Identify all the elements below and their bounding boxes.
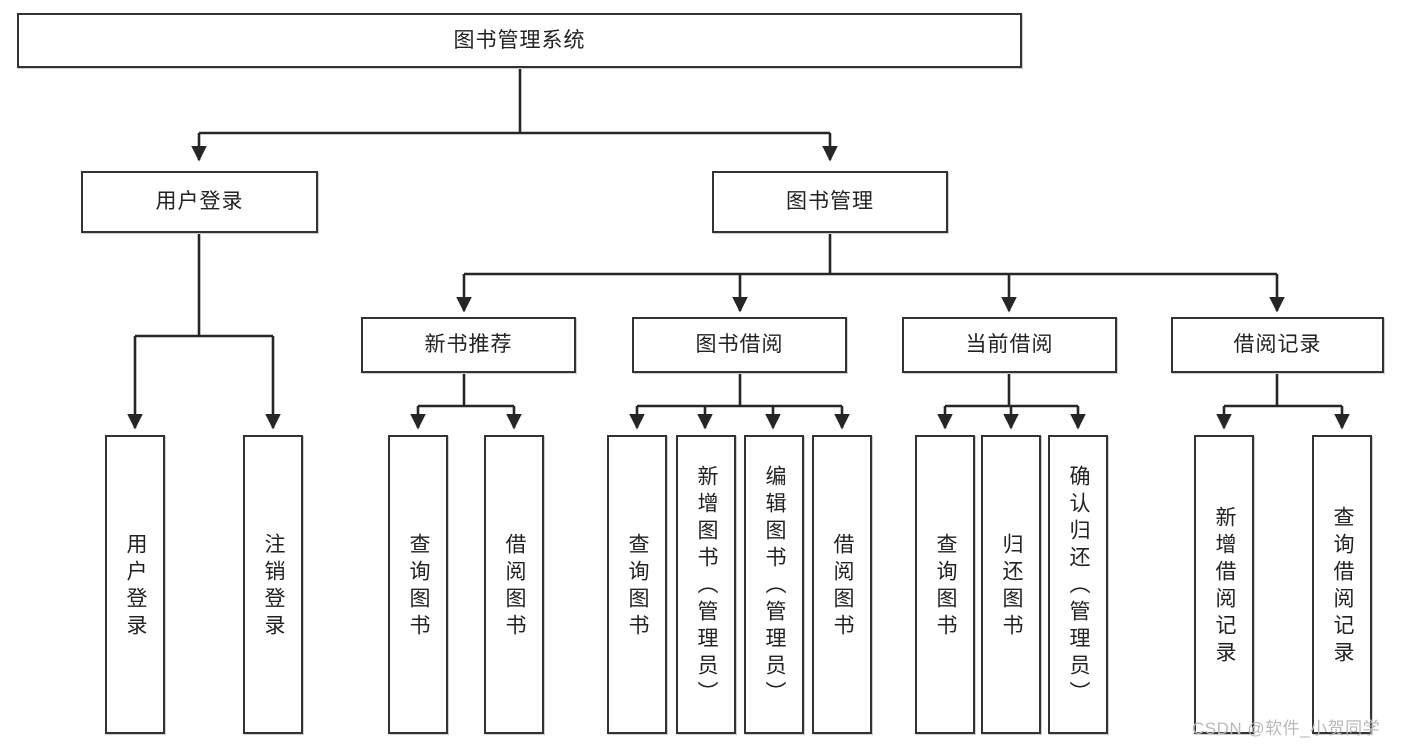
node-label: 新增借阅记录 [1213,505,1237,668]
node-label: 图书借阅 [695,333,784,357]
node-label: 查询借阅记录 [1331,505,1355,668]
node-label: 借阅图书 [831,532,855,641]
leaf-borrow-book[interactable]: 借阅图书 [812,435,872,734]
node-user-login[interactable]: 用户登录 [81,171,318,233]
leaf-return-book[interactable]: 归还图书 [981,435,1041,734]
node-book-borrow[interactable]: 图书借阅 [632,317,847,373]
node-label: 新书推荐 [424,333,513,357]
leaf-user-login[interactable]: 用户登录 [105,435,165,734]
node-new-book-recommend[interactable]: 新书推荐 [361,317,576,373]
node-label: 用户登录 [155,190,244,214]
node-label: 图书管理 [786,190,874,214]
node-label: 新增图书（管理员） [695,465,719,708]
leaf-add-borrow-record[interactable]: 新增借阅记录 [1194,435,1254,734]
node-label: 图书管理系统 [453,28,586,52]
leaf-borrow-book-new[interactable]: 借阅图书 [484,435,544,734]
node-borrow-record[interactable]: 借阅记录 [1171,317,1384,373]
node-label: 归还图书 [1000,532,1024,641]
leaf-confirm-return-admin[interactable]: 确认归还（管理员） [1048,435,1108,734]
node-current-borrow[interactable]: 当前借阅 [902,317,1117,373]
node-label: 借阅图书 [503,532,527,641]
node-label: 借阅记录 [1233,333,1322,357]
node-label: 用户登录 [124,532,148,641]
leaf-query-book-borrow[interactable]: 查询图书 [607,435,667,734]
node-label: 查询图书 [934,532,958,641]
leaf-query-book-new[interactable]: 查询图书 [388,435,448,734]
node-label: 查询图书 [626,532,650,641]
node-label: 查询图书 [407,532,431,641]
node-root-system[interactable]: 图书管理系统 [17,13,1022,68]
leaf-edit-book-admin[interactable]: 编辑图书（管理员） [744,435,804,734]
node-label: 当前借阅 [965,333,1054,357]
watermark-text: CSDN @软件_小贺同学 [1192,719,1381,738]
leaf-logout-login[interactable]: 注销登录 [243,435,303,734]
node-book-management[interactable]: 图书管理 [712,171,948,233]
node-label: 确认归还（管理员） [1067,465,1091,708]
leaf-query-book-current[interactable]: 查询图书 [915,435,975,734]
node-label: 编辑图书（管理员） [763,465,787,708]
leaf-add-book-admin[interactable]: 新增图书（管理员） [676,435,736,734]
leaf-query-borrow-record[interactable]: 查询借阅记录 [1312,435,1372,734]
node-label: 注销登录 [262,532,286,641]
